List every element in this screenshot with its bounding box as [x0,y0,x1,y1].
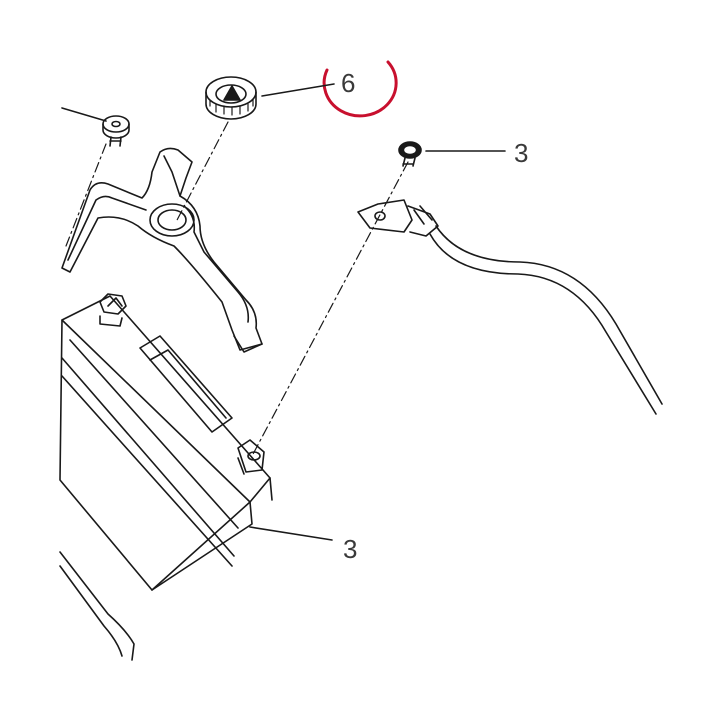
battery-holder-bracket [61,147,263,353]
callout-label-3-bottom: 3 [343,534,358,564]
battery-cable-part [357,199,663,415]
axis-line-left-screw [65,143,107,247]
highlight-circle [322,60,398,118]
battery-part [59,293,273,591]
grommet-part [205,76,257,120]
lower-housing-part [59,551,135,661]
leader-line-6 [261,83,335,97]
leader-line-3-bottom [249,526,333,541]
leader-line-left-screw [61,107,107,122]
terminal-screw-part [398,141,422,167]
callout-label-3-top: 3 [514,138,529,168]
axis-line-terminal [251,161,409,457]
left-bolt-part [102,115,130,147]
axis-line-grommet [175,121,229,223]
callout-label-6: 6 [341,68,356,98]
